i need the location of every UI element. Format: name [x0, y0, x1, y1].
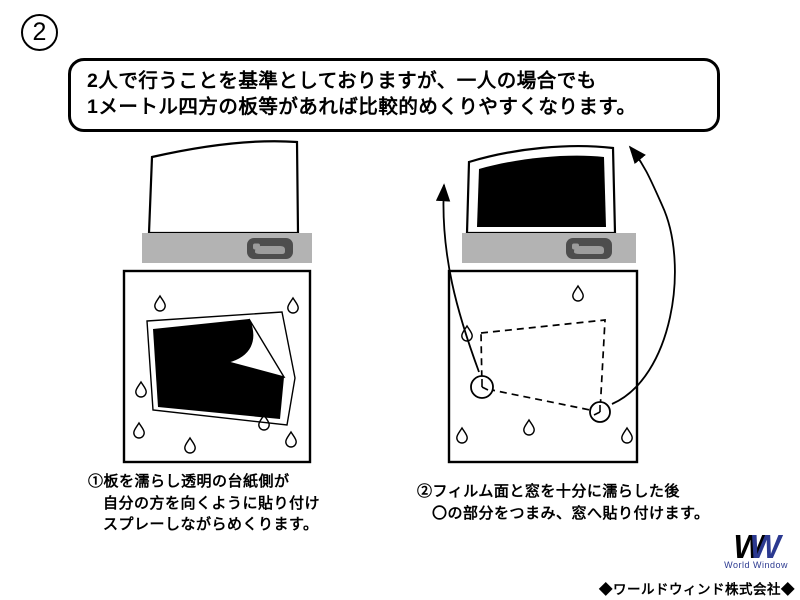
caption-step1-line2: 自分の方を向くように貼り付け [103, 494, 321, 512]
left-illustration [122, 140, 312, 464]
caption-step1-line1: ①板を濡らし透明の台紙側が [88, 473, 290, 490]
caption-step2-line2: 〇の部分をつまみ、窓へ貼り付けます。 [432, 504, 710, 522]
pinch-circle-right [589, 401, 611, 423]
caption-step2-line1: ②フィルム面と窓を十分に濡らした後 [417, 483, 680, 500]
arrow-icon [435, 183, 480, 373]
company-name: ◆ワールドウィンド株式会社◆ [599, 582, 795, 597]
left-window-glass [147, 140, 300, 235]
caption-step1: ①板を濡らし透明の台紙側が 自分の方を向くように貼り付け スプレーしながらめくり… [88, 471, 320, 536]
company-logo: WW World Window [724, 528, 788, 570]
pinch-circle-left [470, 375, 494, 399]
logo-w-blue: W [749, 528, 781, 565]
bubble-line-1: 2人で行うことを基準としておりますが、一人の場合でも [87, 70, 597, 92]
bubble-line-2: 1メートル四方の板等があれば比較的めくりやすくなります。 [87, 96, 637, 118]
caption-step2: ②フィルム面と窓を十分に濡らした後 〇の部分をつまみ、窓へ貼り付けます。 [417, 481, 710, 524]
caption-step1-line3: スプレーしながらめくります。 [103, 516, 319, 533]
logo-monogram: WW [724, 528, 788, 565]
right-illustration [435, 145, 676, 464]
logo-w-black: W [733, 528, 764, 565]
right-board [447, 269, 639, 464]
step-number-badge: 2 [21, 14, 58, 51]
instruction-bubble: 2人で行うことを基準としておりますが、一人の場合でも 1メートル四方の板等があれ… [68, 58, 720, 132]
film-peel-corner [225, 318, 286, 379]
logo-subtitle: World Window [724, 560, 788, 570]
film-backing-outline [146, 311, 296, 426]
spray-bottle-icon [566, 238, 612, 259]
right-window-film-applied [477, 155, 606, 227]
step-number: 2 [32, 18, 47, 46]
arrow-icon [611, 145, 676, 405]
spray-bottle-icon [247, 238, 293, 259]
